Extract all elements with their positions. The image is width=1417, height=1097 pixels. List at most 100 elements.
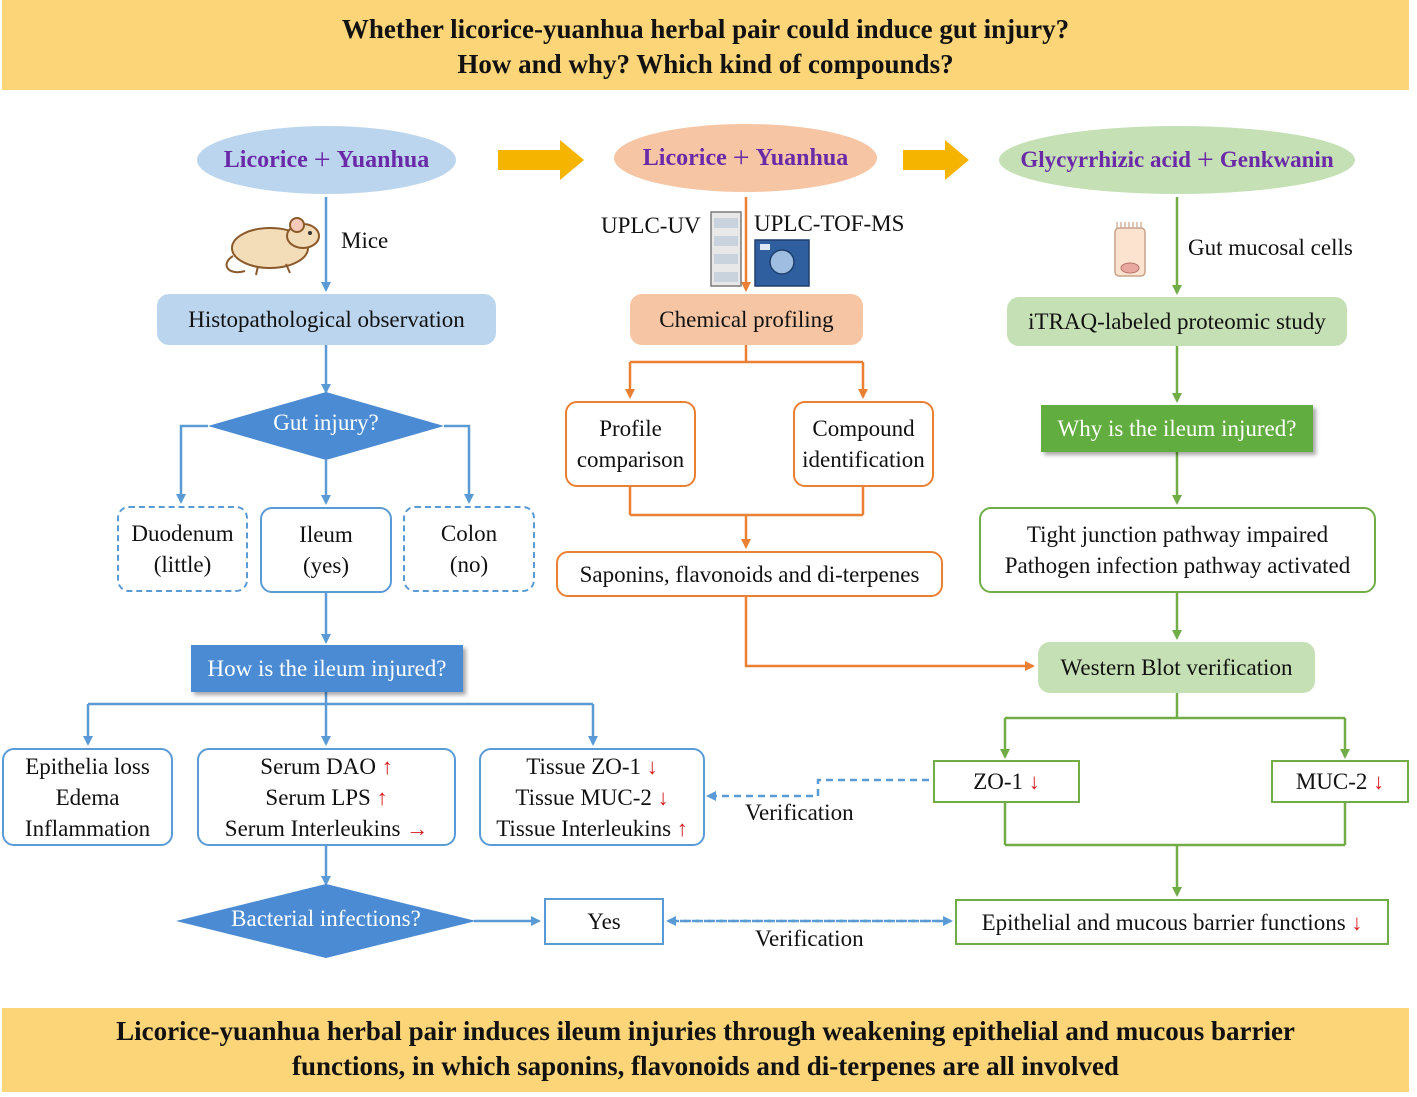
- profile-comparison-line-2: comparison: [576, 447, 685, 472]
- why-injured-box: Why is the ileum injured?: [1041, 405, 1313, 452]
- right-top-ellipse: Glycyrrhizic acid + Genkwanin: [999, 126, 1355, 194]
- zo1-line: ZO-1 ↓: [973, 766, 1040, 797]
- tissue-line-2: Tissue MUC-2 ↓: [515, 782, 668, 813]
- gut-mucosal-label: Gut mucosal cells: [1188, 235, 1353, 260]
- left-top-b: Yuanhua: [336, 146, 430, 173]
- right-arrow-icon: →: [406, 815, 429, 841]
- right-top-b: Genkwanin: [1219, 147, 1334, 172]
- middle-top-a: Licorice: [642, 144, 727, 171]
- pathway-line-1: Tight junction pathway impaired: [1026, 522, 1329, 547]
- footer-line-2: functions, in which saponins, flavonoids…: [292, 1051, 1119, 1081]
- how-injured-label: How is the ileum injured?: [207, 656, 447, 681]
- up-arrow-icon: ↑: [676, 815, 688, 841]
- serum-box: Serum DAO ↑ Serum LPS ↑ Serum Interleuki…: [197, 748, 456, 846]
- big-arrow-1: [498, 140, 584, 180]
- duodenum-box: Duodenum (little): [117, 506, 248, 592]
- proteomic-label: iTRAQ-labeled proteomic study: [1028, 309, 1326, 334]
- duodenum-line-1: Duodenum: [131, 521, 234, 546]
- up-arrow-icon: ↑: [381, 753, 393, 779]
- chemical-profiling-box: Chemical profiling: [630, 294, 863, 345]
- western-blot-label: Western Blot verification: [1060, 655, 1293, 680]
- zo1-label: ZO-1: [973, 769, 1024, 794]
- gut-injury-label: Gut injury?: [273, 410, 379, 435]
- profile-comparison-box: Profile comparison: [565, 401, 696, 487]
- proteomic-box: iTRAQ-labeled proteomic study: [1007, 297, 1347, 346]
- zo1-box: ZO-1 ↓: [933, 760, 1080, 803]
- barrier-line: Epithelial and mucous barrier functions …: [982, 907, 1363, 938]
- muc2-line: MUC-2 ↓: [1296, 766, 1384, 797]
- epithelia-box: Epithelia loss Edema Inflammation: [2, 748, 173, 846]
- how-injured-box: How is the ileum injured?: [191, 645, 463, 692]
- plus-icon: +: [1196, 143, 1214, 176]
- tissue-zo1: Tissue ZO-1: [526, 753, 642, 779]
- ileum-box: Ileum (yes): [260, 507, 392, 593]
- serum-line-3: Serum Interleukins →: [225, 813, 428, 844]
- tissue-box: Tissue ZO-1 ↓ Tissue MUC-2 ↓ Tissue Inte…: [479, 748, 705, 846]
- up-arrow-icon: ↑: [376, 784, 388, 810]
- chromatograph-icon: [710, 211, 810, 287]
- big-arrow-2: [903, 140, 969, 180]
- compound-identification-box: Compound identification: [793, 401, 934, 487]
- yes-label: Yes: [587, 909, 621, 934]
- western-blot-box: Western Blot verification: [1038, 642, 1315, 693]
- left-top-ellipse: Licorice + Yuanhua: [197, 126, 456, 194]
- yes-box: Yes: [544, 898, 664, 945]
- bacterial-diamond: [176, 884, 476, 958]
- down-arrow-icon: ↓: [646, 753, 658, 779]
- serum-line-1: Serum DAO ↑: [260, 751, 392, 782]
- down-arrow-icon: ↓: [1028, 769, 1040, 794]
- tissue-line-1: Tissue ZO-1 ↓: [526, 751, 658, 782]
- compound-classes-label: Saponins, flavonoids and di-terpenes: [579, 561, 920, 587]
- gut-injury-diamond: [208, 392, 444, 460]
- down-arrow-icon: ↓: [657, 784, 669, 810]
- down-arrow-icon: ↓: [1373, 769, 1385, 794]
- verification-top-label: Verification: [745, 800, 854, 825]
- compound-identification-line-2: identification: [802, 447, 925, 472]
- tissue-muc2: Tissue MUC-2: [515, 784, 652, 810]
- mice-label: Mice: [341, 228, 389, 253]
- plus-icon: +: [732, 141, 750, 174]
- compound-classes-box: Saponins, flavonoids and di-terpenes: [556, 551, 943, 597]
- mouse-icon: [225, 217, 320, 276]
- barrier-label: Epithelial and mucous barrier functions: [981, 909, 1346, 935]
- compound-identification-line-1: Compound: [812, 416, 915, 441]
- serum-dao: Serum DAO: [260, 753, 376, 779]
- serum-interleukins: Serum Interleukins: [224, 815, 401, 841]
- uplc-uv-label: UPLC-UV: [601, 213, 701, 238]
- epithelia-line-1: Epithelia loss: [25, 753, 150, 779]
- tissue-interleukins: Tissue Interleukins: [496, 815, 672, 841]
- header-line-2: How and why? Which kind of compounds?: [457, 49, 954, 79]
- right-top-a: Glycyrrhizic acid: [1020, 147, 1191, 172]
- barrier-box: Epithelial and mucous barrier functions …: [955, 899, 1389, 945]
- why-injured-label: Why is the ileum injured?: [1057, 416, 1297, 441]
- ileum-line-1: Ileum: [299, 522, 353, 547]
- profile-comparison-line-1: Profile: [599, 416, 662, 441]
- uplc-tof-label: UPLC-TOF-MS: [754, 211, 905, 236]
- middle-top-ellipse: Licorice + Yuanhua: [614, 124, 877, 192]
- serum-lps: Serum LPS: [265, 784, 371, 810]
- colon-box: Colon (no): [403, 506, 535, 592]
- muc2-label: MUC-2: [1295, 769, 1368, 794]
- chemical-profiling-label: Chemical profiling: [659, 307, 834, 332]
- ileum-line-2: (yes): [303, 553, 349, 578]
- colon-line-1: Colon: [440, 521, 498, 546]
- epithelia-line-3: Inflammation: [24, 815, 151, 841]
- verification-bottom-label: Verification: [755, 926, 864, 951]
- histopathological-label: Histopathological observation: [188, 307, 465, 332]
- header-banner: Whether licorice-yuanhua herbal pair cou…: [2, 0, 1409, 90]
- histopathological-box: Histopathological observation: [157, 294, 496, 345]
- footer-line-1: Licorice-yuanhua herbal pair induces ile…: [116, 1016, 1295, 1046]
- left-top-a: Licorice: [223, 146, 308, 173]
- epithelia-line-2: Edema: [55, 784, 120, 810]
- plus-icon: +: [313, 143, 331, 176]
- serum-line-2: Serum LPS ↑: [265, 782, 387, 813]
- tissue-line-3: Tissue Interleukins ↑: [496, 813, 688, 844]
- muc2-box: MUC-2 ↓: [1271, 760, 1409, 803]
- cell-icon: [1114, 222, 1146, 277]
- footer-banner: Licorice-yuanhua herbal pair induces ile…: [2, 1008, 1409, 1092]
- duodenum-line-2: (little): [153, 552, 212, 577]
- colon-line-2: (no): [449, 552, 489, 577]
- pathway-line-2: Pathogen infection pathway activated: [1004, 553, 1351, 578]
- header-line-1: Whether licorice-yuanhua herbal pair cou…: [341, 14, 1070, 44]
